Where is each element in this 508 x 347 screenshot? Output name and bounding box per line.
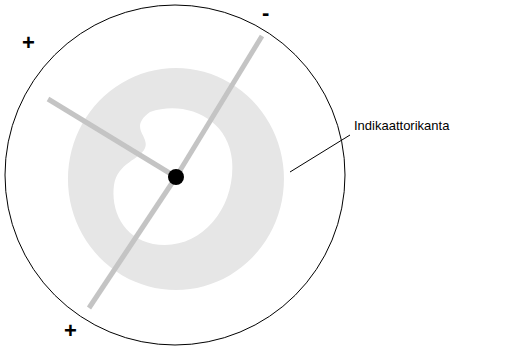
polarity-sign: + xyxy=(22,32,35,54)
leader-line xyxy=(290,135,350,172)
part-label: Indikaattorikanta xyxy=(354,119,449,132)
needle xyxy=(48,99,176,177)
needle xyxy=(89,177,176,308)
polarity-sign: + xyxy=(64,320,77,342)
indicator-base xyxy=(5,5,345,345)
needle xyxy=(176,36,262,177)
polarity-sign: - xyxy=(262,2,269,24)
pivot-dot xyxy=(168,169,184,185)
needles xyxy=(48,36,262,308)
grey-ring xyxy=(68,68,284,290)
